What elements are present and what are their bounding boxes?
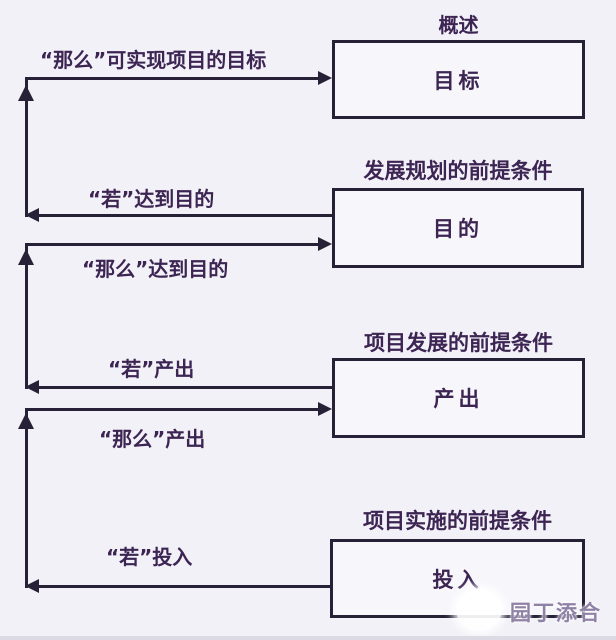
arrow-line-into-purpose — [26, 243, 318, 246]
watermark-text: 园丁添合 — [510, 601, 602, 625]
arrowhead-left-from-purpose-icon — [25, 208, 39, 222]
edge-label-if-reach-purpose: “若”达到目的 — [88, 187, 215, 211]
edge-label-if-output: “若”产出 — [108, 357, 195, 381]
photo-bottom-edge — [0, 636, 616, 640]
arrowhead-left-from-output-icon — [25, 380, 39, 394]
arrowhead-up-to-goal-icon — [18, 85, 34, 101]
arrowhead-up-to-purpose-icon — [18, 249, 34, 265]
node-goal: 目标 — [332, 40, 585, 119]
node-output-label: 产出 — [433, 387, 484, 411]
node-purpose-label: 目的 — [433, 217, 483, 241]
arrowhead-right-into-goal-icon — [318, 71, 332, 85]
node-input-label: 投入 — [432, 567, 483, 592]
edge-label-then-achieve-goal: “那么”可实现项目的目标 — [40, 48, 267, 72]
vertical-connector-output-to-purpose — [25, 243, 28, 389]
arrowhead-up-to-output-icon — [18, 413, 34, 429]
edge-label-then-output: “那么”产出 — [99, 427, 206, 451]
arrow-line-from-input — [39, 585, 330, 588]
box-header-development-plan-preconditions: 发展规划的前提条件 — [363, 159, 553, 183]
arrow-line-into-goal — [26, 77, 318, 80]
arrowhead-right-into-output-icon — [318, 402, 332, 416]
arrow-line-from-purpose — [39, 214, 332, 217]
node-purpose: 目的 — [332, 188, 584, 268]
arrow-line-from-output — [39, 386, 332, 389]
edge-label-then-reach-purpose: “那么”达到目的 — [82, 257, 229, 281]
box-header-project-implementation-preconditions: 项目实施的前提条件 — [363, 509, 552, 533]
arrowhead-left-from-input-icon — [25, 579, 39, 593]
arrow-line-into-output — [26, 408, 318, 411]
vertical-connector-purpose-to-goal — [25, 77, 28, 217]
edge-label-if-input: “若”投入 — [106, 545, 193, 569]
box-header-overview: 概述 — [438, 13, 479, 37]
arrowhead-right-into-purpose-icon — [318, 237, 332, 251]
vertical-connector-input-to-output — [25, 408, 28, 588]
node-goal-label: 目标 — [433, 68, 484, 93]
box-header-project-development-preconditions: 项目发展的前提条件 — [364, 331, 553, 355]
node-output: 产出 — [332, 358, 585, 438]
watermark-logo-icon — [456, 589, 502, 631]
